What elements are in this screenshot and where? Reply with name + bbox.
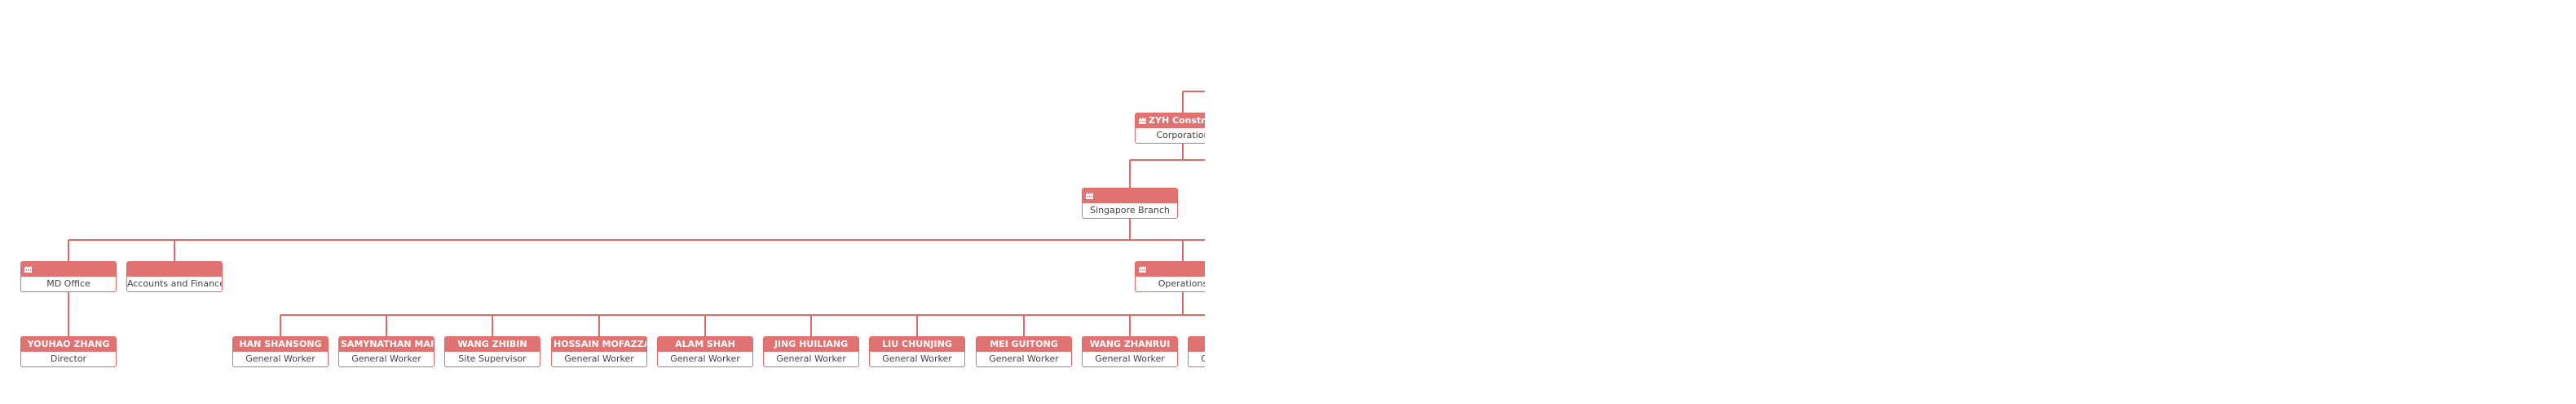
node-department[interactable]: Accounts and Finance (126, 261, 223, 292)
person-role: General Worker (245, 353, 315, 364)
person-name: MEI GUITONG (977, 337, 1071, 352)
node-person[interactable]: WANG ZHIBIN Site Supervisor (444, 336, 540, 367)
person-name: ALAM SHAH (658, 337, 752, 352)
person-name: WANG ZHANRUI (1083, 337, 1177, 352)
node-department-title-bar (127, 262, 222, 277)
node-person[interactable]: SAMYNATHAN MARIAPPAN General Worker (338, 336, 434, 367)
person-name: LIU CHUNJING (870, 337, 964, 352)
person-role: General Worker (351, 353, 421, 364)
node-person[interactable]: HOSSAIN MOFAZZAL General Worker (551, 336, 647, 367)
node-department-subtitle: MD Office (46, 278, 90, 289)
person-name: HAN SHANSONG (233, 337, 328, 352)
person-role: General Worker (989, 353, 1059, 364)
person-role: General Worker (670, 353, 740, 364)
person-name (1189, 337, 1205, 352)
building-icon (1138, 116, 1148, 125)
node-department-title-bar (21, 262, 116, 277)
node-company-title: ZYH Construction Pte Ltd (1149, 115, 1205, 126)
node-company-subtitle: Corporation (1156, 130, 1206, 140)
node-person[interactable]: JING HUILIANG General Worker (763, 336, 859, 367)
person-role: Site Supervisor (458, 353, 527, 364)
node-company-title-bar: ZYH Construction Pte Ltd (1136, 113, 1205, 128)
node-person[interactable]: WANG ZHANRUI General Worker (1082, 336, 1178, 367)
node-department[interactable]: MD Office (20, 261, 117, 292)
node-branch-subtitle: Singapore Branch (1090, 205, 1170, 215)
person-name: SAMYNATHAN MARIAPPAN (339, 337, 434, 352)
node-department-title-bar (1136, 262, 1205, 277)
node-person[interactable]: HAN SHANSONG General Worker (232, 336, 329, 367)
building-icon (24, 264, 33, 273)
person-name: JING HUILIANG (764, 337, 858, 352)
person-name: YOUHAO ZHANG (21, 337, 116, 352)
node-department-subtitle: Operations (1158, 278, 1205, 289)
person-role: General Worker (564, 353, 634, 364)
node-company[interactable]: ZYH Construction Pte Ltd Corporation (1135, 113, 1205, 144)
node-person[interactable]: MEI GUITONG General Worker (976, 336, 1072, 367)
node-person[interactable]: LIU CHUNJING General Worker (869, 336, 965, 367)
person-role: General Worker (1189, 352, 1205, 366)
building-icon (1138, 264, 1148, 273)
person-role: General Worker (882, 353, 952, 364)
node-person[interactable]: YOUHAO ZHANG Director (20, 336, 117, 367)
org-chart-viewport: ZYH Construction Pte Ltd Corporation Sin… (0, 0, 1205, 404)
node-department-subtitle: Accounts and Finance (127, 278, 222, 289)
node-branch[interactable]: Singapore Branch (1082, 188, 1178, 219)
person-role: Director (50, 353, 87, 364)
node-department[interactable]: Operations (1135, 261, 1205, 292)
node-branch-title-bar (1083, 189, 1177, 203)
node-person[interactable]: General Worker (1188, 336, 1205, 367)
building-icon (1085, 191, 1095, 200)
person-role: General Worker (1095, 353, 1165, 364)
node-person[interactable]: ALAM SHAH General Worker (657, 336, 753, 367)
person-name: WANG ZHIBIN (445, 337, 540, 352)
person-name: HOSSAIN MOFAZZAL (552, 337, 646, 352)
person-role: General Worker (776, 353, 846, 364)
